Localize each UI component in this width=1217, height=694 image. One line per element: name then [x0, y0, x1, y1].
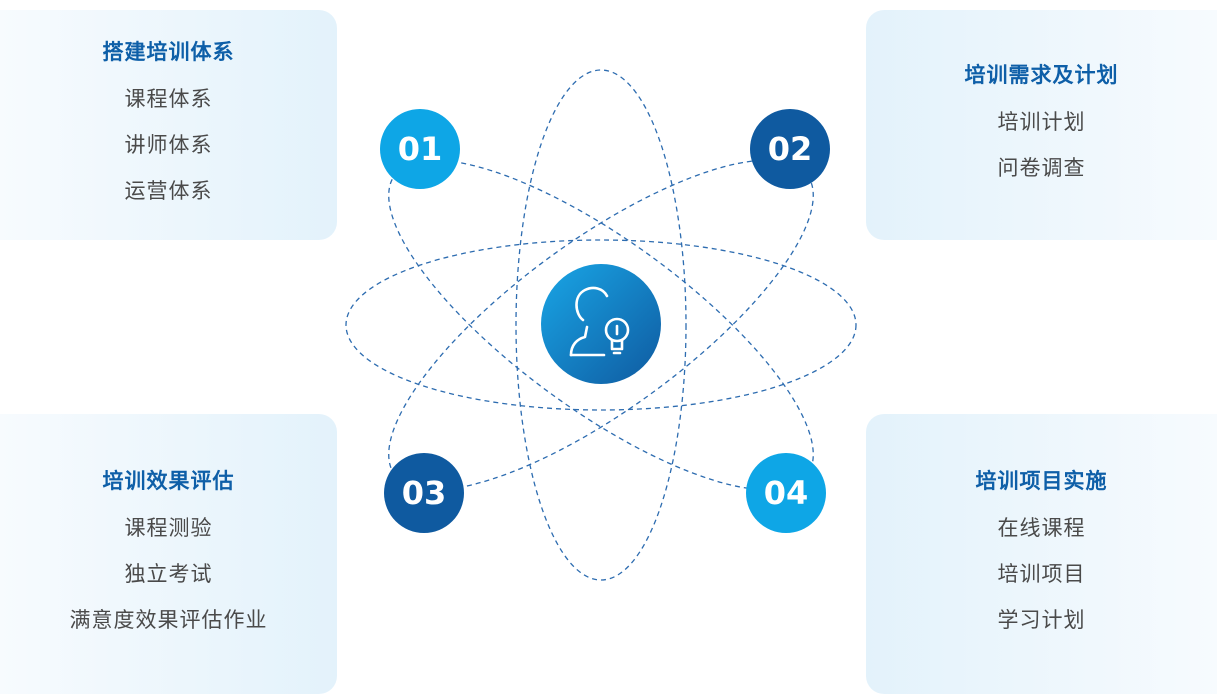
step-item: 课程体系 — [124, 87, 213, 111]
step-card-2: 培训需求及计划 培训计划 问卷调查 — [866, 10, 1217, 240]
step-item: 在线课程 — [997, 516, 1086, 540]
step-title: 培训效果评估 — [102, 469, 235, 493]
step-card-1: 搭建培训体系 课程体系 讲师体系 运营体系 — [0, 10, 337, 240]
person-lightbulb-icon — [569, 286, 630, 357]
step-item: 培训项目 — [997, 562, 1086, 586]
step-node-1: 01 — [380, 109, 460, 189]
step-circle — [746, 453, 826, 533]
step-number: 01 — [398, 130, 443, 168]
step-card-4: 培训项目实施 在线课程 培训项目 学习计划 — [866, 414, 1217, 694]
step-item: 独立考试 — [124, 562, 213, 586]
step-item: 讲师体系 — [124, 133, 213, 157]
step-item: 运营体系 — [124, 179, 213, 203]
step-circle — [380, 109, 460, 189]
step-item: 课程测验 — [124, 516, 213, 540]
step-circle — [750, 109, 830, 189]
step-card-3: 培训效果评估 课程测验 独立考试 满意度效果评估作业 — [0, 414, 337, 694]
step-item: 满意度效果评估作业 — [69, 608, 268, 632]
step-item: 培训计划 — [997, 110, 1086, 134]
center-node — [541, 264, 661, 384]
step-node-3: 03 — [384, 453, 464, 533]
step-number: 04 — [764, 474, 809, 512]
orbit-vertical — [515, 69, 687, 581]
step-node-2: 02 — [750, 109, 830, 189]
step-number: 02 — [768, 130, 813, 168]
step-title: 搭建培训体系 — [102, 40, 235, 64]
step-title: 培训需求及计划 — [964, 63, 1119, 87]
orbit-horizontal — [345, 239, 857, 411]
step-title: 培训项目实施 — [975, 469, 1108, 493]
step-item: 学习计划 — [997, 608, 1086, 632]
step-item: 问卷调查 — [997, 156, 1086, 180]
center-circle — [541, 264, 661, 384]
step-node-4: 04 — [746, 453, 826, 533]
step-number: 03 — [402, 474, 447, 512]
step-circle — [384, 453, 464, 533]
